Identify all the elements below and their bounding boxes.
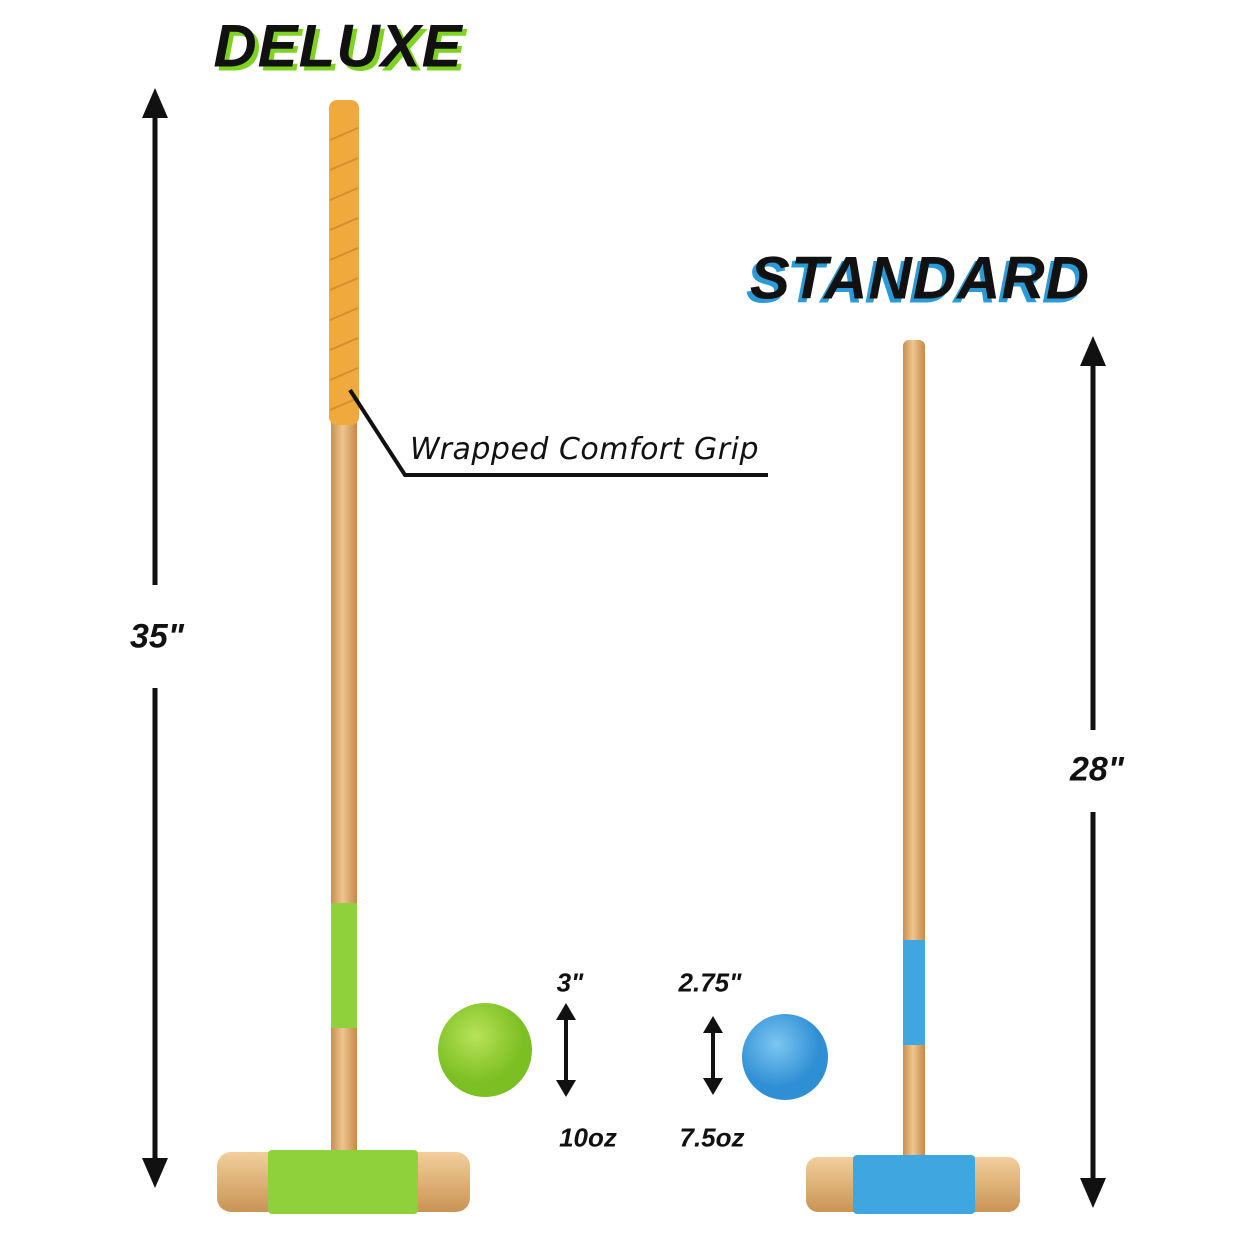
standard-ball-weight: 7.5oz: [679, 1122, 745, 1153]
grip-wrap-texture: [329, 127, 359, 411]
standard-head-band: [853, 1155, 975, 1214]
arrowhead-up-icon: [556, 1003, 576, 1020]
grip-callout-label: Wrapped Comfort Grip: [410, 432, 760, 467]
deluxe-mallet: [217, 100, 470, 1214]
arrowhead-up-icon: [703, 1016, 723, 1033]
standard-ball-arrow: [703, 1016, 723, 1095]
arrowhead-up-icon: [1080, 336, 1106, 366]
arrowhead-down-icon: [556, 1080, 576, 1097]
standard-ball-diameter: 2.75": [678, 967, 742, 998]
blue-band: [903, 940, 925, 1045]
standard-mallet: [806, 340, 1020, 1214]
deluxe-ball-weight: 10oz: [559, 1122, 617, 1153]
arrowhead-down-icon: [142, 1158, 168, 1188]
green-band: [331, 903, 357, 1028]
standard-ball: [742, 1014, 828, 1100]
standard-length-arrow: [1080, 336, 1106, 1208]
standard-length-label: 28": [1070, 750, 1124, 789]
deluxe-ball: [438, 1003, 532, 1097]
arrowhead-up-icon: [142, 88, 168, 118]
arrowhead-down-icon: [1080, 1178, 1106, 1208]
grip-callout-line: [348, 388, 768, 477]
deluxe-shaft: [331, 400, 357, 1165]
deluxe-ball-diameter: 3": [556, 967, 584, 998]
grip-wrap: [329, 100, 359, 425]
deluxe-title: DELUXE: [213, 12, 463, 80]
deluxe-head-band: [268, 1150, 418, 1214]
arrowhead-down-icon: [703, 1078, 723, 1095]
deluxe-length-label: 35": [130, 617, 184, 656]
deluxe-ball-arrow: [556, 1003, 576, 1097]
deluxe-length-arrow: [142, 88, 168, 1188]
standard-title: STANDARD: [749, 244, 1091, 312]
